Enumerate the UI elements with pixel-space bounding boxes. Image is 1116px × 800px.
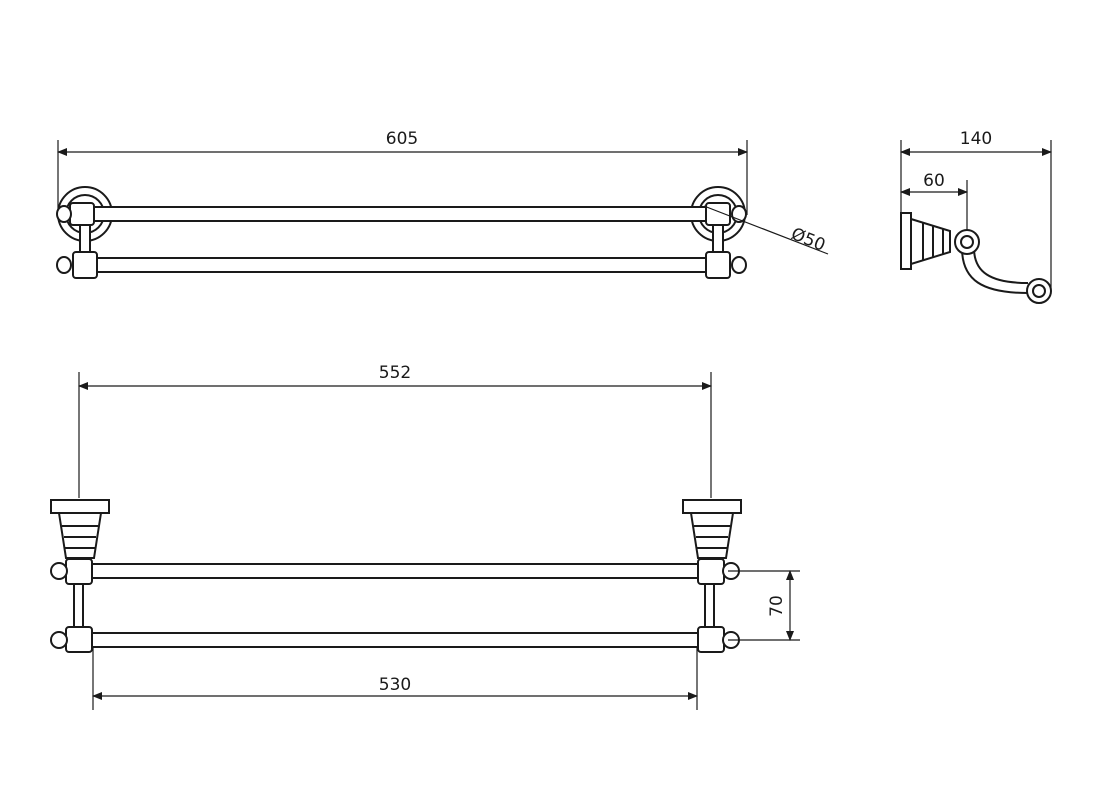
side-rail-lower	[1026, 278, 1052, 304]
wall-plate	[900, 212, 912, 270]
front-rail-lower	[87, 632, 703, 648]
dim-label-140: 140	[960, 129, 992, 149]
bracket-right-plate	[682, 499, 742, 514]
side-rail-upper	[954, 229, 980, 255]
bracket-left-plate	[50, 499, 110, 514]
dim-label-530: 530	[379, 675, 411, 695]
dim-leader-diameter	[703, 205, 829, 255]
dim-label-552: 552	[379, 363, 411, 383]
dim-label-605: 605	[386, 129, 418, 149]
top-rail-lower	[79, 257, 721, 273]
top-rail-upper	[79, 206, 721, 222]
side-view: 140 60	[900, 129, 1052, 304]
side-arm	[961, 247, 1029, 294]
dim-label-60: 60	[923, 171, 945, 191]
top-view: 605 Ø50	[56, 129, 829, 279]
front-view: 552 70 530	[50, 363, 800, 710]
dim-label-70: 70	[767, 595, 787, 617]
dim-label-diameter: Ø50	[788, 224, 828, 256]
front-rail-upper	[87, 563, 703, 579]
